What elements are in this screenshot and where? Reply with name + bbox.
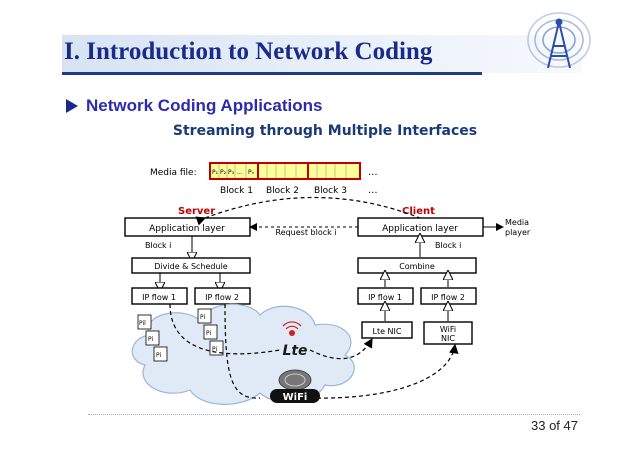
lte-logo-label: Lte <box>282 343 307 359</box>
client-label: Client <box>402 206 435 217</box>
streaming-diagram: Streaming through Multiple Interfaces Me… <box>124 123 531 405</box>
request-block-label: Request block i <box>275 228 336 237</box>
divide-schedule-box <box>131 257 251 274</box>
packet-label: Pi <box>206 330 211 337</box>
lte-nic-box <box>361 321 413 339</box>
packet-label: Pₙ <box>248 169 255 176</box>
block-ellipsis: ... <box>368 185 378 196</box>
server-block-i: Block i <box>145 241 171 250</box>
antenna-logo-icon <box>527 12 591 69</box>
wifi-logo-label: WiFi <box>283 392 308 403</box>
bullet-item: Network Coding Applications <box>66 96 322 116</box>
triangle-bullet-icon <box>66 99 78 113</box>
footer-divider <box>88 414 580 415</box>
wifi-logo-icon: WiFi <box>270 369 320 403</box>
divide-schedule-label: Divide & Schedule <box>154 262 228 271</box>
server-ip-flow-1-label: IP flow 1 <box>142 293 176 302</box>
block-1-label: Block 1 <box>220 186 253 196</box>
combine-label: Combine <box>399 262 435 271</box>
packet-label: Pil <box>139 320 146 327</box>
client-ip-flow-2-label: IP flow 2 <box>431 293 465 302</box>
wifi-nic-box <box>423 321 473 345</box>
packet-label: P₁ <box>212 169 219 176</box>
combine-box <box>357 257 477 274</box>
client-application-layer-label: Application layer <box>382 224 458 234</box>
client-block-i: Block i <box>435 241 461 250</box>
client-ip-flow-1-label: IP flow 1 <box>368 293 402 302</box>
left-packet-stack: Pil Pi Pi <box>137 314 168 362</box>
packet-label: Pi <box>156 352 161 359</box>
media-file-label: Media file: <box>150 168 197 178</box>
server-ip-flow-2-label: IP flow 2 <box>205 293 239 302</box>
title-band <box>62 35 582 73</box>
lte-path <box>169 303 281 355</box>
packet-label: ... <box>237 169 243 176</box>
server-application-layer-label: Application layer <box>149 224 225 234</box>
packet-label: P₃ <box>228 169 235 176</box>
title-underline <box>62 72 482 75</box>
wifi-path <box>224 303 261 399</box>
media-file-blocks: P₁ P₂ P₃ ... Pₙ <box>209 162 361 180</box>
packet-label: Pi <box>148 336 153 343</box>
bullet-text: Network Coding Applications <box>86 96 323 115</box>
server-ip-flow-2 <box>194 287 251 305</box>
packet-label: Pi <box>200 314 205 321</box>
packet-label: Pi <box>212 346 217 353</box>
diagram-title: Streaming through Multiple Interfaces <box>173 123 477 139</box>
request-arc <box>195 196 421 226</box>
lte-nic-label: Lte NIC <box>373 327 402 336</box>
slide-title: I. Introduction to Network Coding <box>64 38 433 65</box>
block-2-label: Block 2 <box>266 186 299 196</box>
server-label: Server <box>178 206 215 217</box>
server-ip-flow-1 <box>131 287 188 305</box>
right-packet-stack: Pi Pi Pi <box>197 308 224 356</box>
page-number: 33 of 47 <box>531 418 578 433</box>
packet-label: P₂ <box>220 169 227 176</box>
media-file-ellipsis: ... <box>368 167 378 178</box>
lte-logo-icon: Lte <box>282 321 308 359</box>
block-3-label: Block 3 <box>314 186 347 196</box>
